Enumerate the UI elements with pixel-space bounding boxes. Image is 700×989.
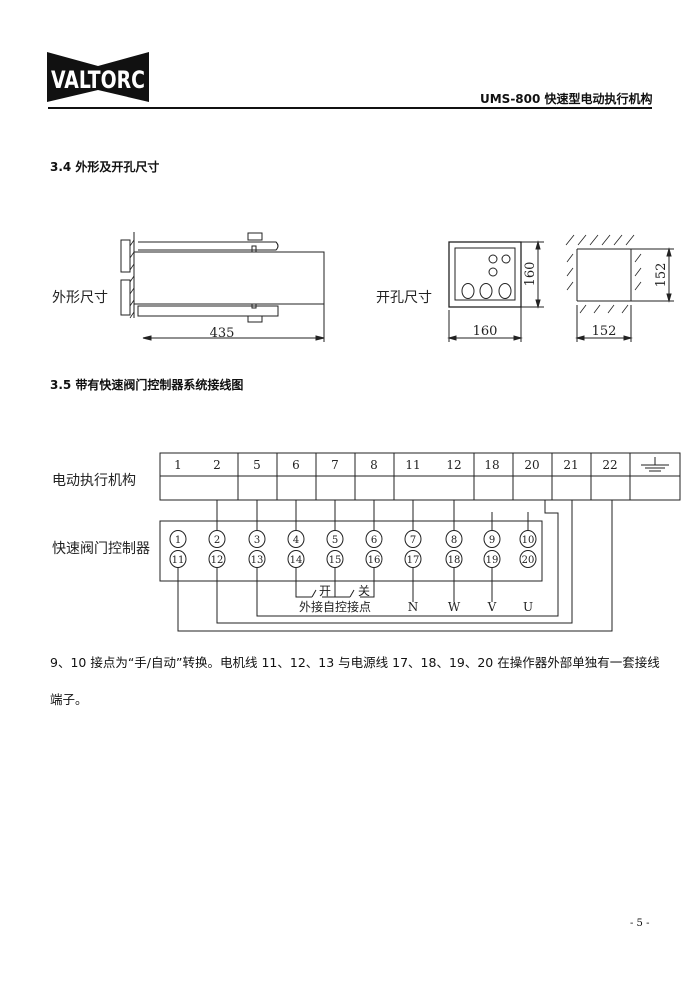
dim-front-height: 160: [523, 262, 538, 287]
controller-terminal-label: 4: [293, 535, 299, 546]
controller-terminal-circle: [483, 550, 501, 568]
controller-terminal-circle: [287, 530, 305, 548]
controller-terminal-label: 1: [175, 535, 181, 546]
terminal-label: 1: [174, 458, 182, 472]
phase-label: N: [408, 600, 419, 614]
document-title: UMS-800 快速型电动执行机构: [480, 92, 653, 106]
note-line-2: 端子。: [50, 692, 88, 707]
controller-label: 快速阀门控制器: [52, 541, 150, 557]
controller-terminal-circle: [169, 550, 187, 568]
controller-terminal-label: 9: [489, 535, 495, 546]
controller-terminal-label: 16: [368, 555, 381, 566]
terminal-label: 18: [484, 458, 499, 472]
terminal-label: 21: [563, 458, 578, 472]
controller-terminal-label: 2: [214, 535, 220, 546]
outline-label: 外形尺寸: [52, 290, 108, 306]
dim-cutout-width: 152: [592, 324, 617, 339]
dim-cutout-height: 152: [654, 263, 669, 288]
note-line-1: 9、10 接点为“手/自动”转换。电机线 11、12、13 与电源线 17、18…: [50, 655, 660, 670]
terminal-label: 22: [602, 458, 617, 472]
controller-terminal-circle: [169, 530, 187, 548]
controller-terminal-circle: [404, 550, 422, 568]
controller-terminal-label: 20: [522, 555, 535, 566]
controller-terminal-circle: [519, 550, 537, 568]
page-number: - 5 -: [630, 918, 650, 929]
open-label: 开: [319, 584, 331, 598]
controller-terminal-circle: [326, 530, 344, 548]
controller-terminal-label: 19: [486, 555, 499, 566]
close-label: 关: [358, 584, 370, 598]
controller-terminal-circle: [404, 530, 422, 548]
svg-text:VALTORC: VALTORC: [51, 66, 145, 94]
controller-terminal-circle: [365, 550, 383, 568]
controller-terminal-circle: [208, 530, 226, 548]
terminal-label: 2: [213, 458, 221, 472]
terminal-label: 20: [524, 458, 539, 472]
controller-terminal-label: 12: [211, 555, 224, 566]
terminal-label: 5: [253, 458, 261, 472]
terminal-label: 12: [446, 458, 461, 472]
external-contact-label: 外接自控接点: [299, 599, 371, 614]
terminal-label: 8: [370, 458, 378, 472]
actuator-terminal-table: [159, 452, 681, 501]
valtorc-logo: VALTORC: [47, 52, 149, 102]
controller-box: [159, 520, 543, 582]
controller-terminal-circle: [445, 530, 463, 548]
controller-terminal-label: 15: [329, 555, 342, 566]
terminal-label: 6: [292, 458, 300, 472]
phase-label: V: [487, 600, 497, 614]
controller-terminal-circle: [365, 530, 383, 548]
controller-terminal-circle: [248, 550, 266, 568]
controller-terminal-label: 10: [522, 535, 535, 546]
controller-terminal-circle: [326, 550, 344, 568]
controller-terminal-circle: [208, 550, 226, 568]
controller-terminal-label: 5: [332, 535, 338, 546]
side-view: [120, 232, 325, 342]
phase-label: U: [523, 600, 533, 614]
controller-terminal-label: 6: [371, 535, 377, 546]
controller-terminal-label: 8: [451, 535, 457, 546]
controller-terminal-circle: [287, 550, 305, 568]
controller-terminal-circle: [445, 550, 463, 568]
controller-terminal-circle: [519, 530, 537, 548]
cutout-view: [565, 234, 674, 342]
controller-terminal-label: 13: [251, 555, 264, 566]
controller-terminal-label: 3: [254, 535, 260, 546]
terminal-label: 7: [331, 458, 339, 472]
cutout-label: 开孔尺寸: [376, 290, 432, 306]
phase-label: W: [448, 600, 461, 614]
ground-icon: [641, 457, 669, 472]
dim-435: 435: [210, 326, 235, 341]
section-heading-3-5: 3.5 带有快速阀门控制器系统接线图: [50, 378, 244, 392]
dim-front-width: 160: [473, 324, 498, 339]
terminal-label: 11: [405, 458, 420, 472]
controller-terminal-label: 11: [172, 555, 185, 566]
front-view: [447, 240, 544, 342]
controller-terminal-label: 18: [448, 555, 461, 566]
controller-terminal-label: 14: [290, 555, 303, 566]
section-heading-3-4: 3.4 外形及开孔尺寸: [50, 160, 160, 174]
actuator-label: 电动执行机构: [52, 473, 136, 489]
controller-terminal-label: 7: [410, 535, 416, 546]
controller-terminal-label: 17: [407, 555, 420, 566]
controller-terminal-circle: [483, 530, 501, 548]
header-divider: [48, 107, 652, 109]
controller-terminal-circle: [248, 530, 266, 548]
